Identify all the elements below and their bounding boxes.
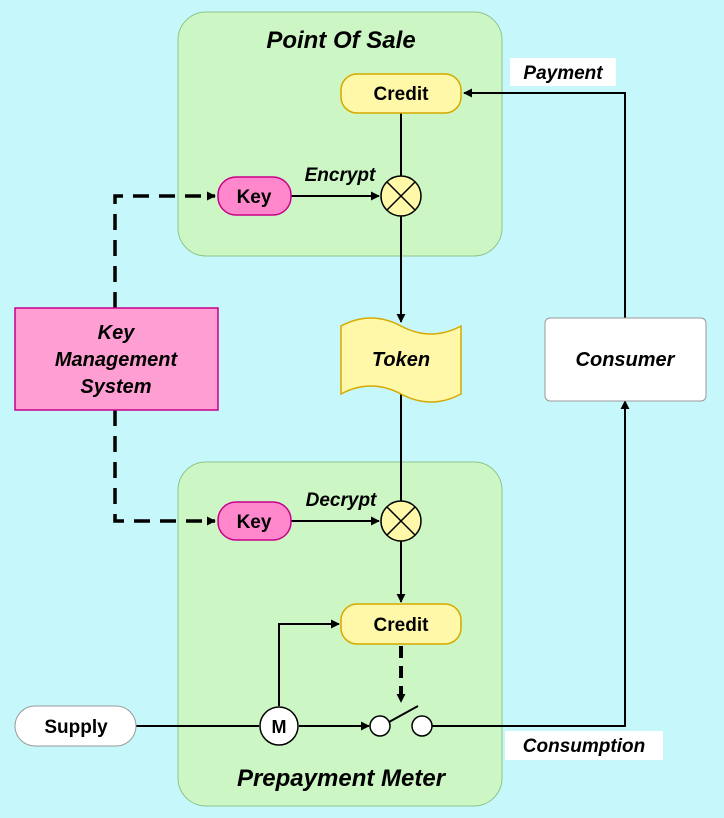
credit-top-node [340, 73, 462, 114]
payment-connector [463, 88, 626, 318]
kms-node [14, 307, 219, 411]
consumer-node [544, 317, 707, 402]
supply-label: Supply [44, 717, 108, 738]
decrypt-label: Decrypt [306, 490, 377, 511]
encrypt-label: Encrypt [305, 165, 376, 186]
key-bottom-label: Key [237, 512, 272, 533]
token-label: Token [372, 349, 430, 371]
supply-node [14, 705, 137, 747]
prepayment-meter-title: Prepayment Meter [237, 765, 447, 792]
credit-top-label: Credit [374, 84, 430, 105]
switch-icon [369, 705, 433, 737]
kms-to-key-bottom-connector [113, 410, 216, 526]
point-of-sale-title: Point Of Sale [266, 27, 415, 54]
key-top-label: Key [237, 187, 272, 208]
token-node [340, 317, 462, 403]
kms-label-line3: System [80, 376, 151, 398]
kms-to-key-top-connector [113, 191, 216, 308]
meter-node [259, 706, 299, 746]
credit-bottom-node [340, 603, 462, 645]
payment-label: Payment [523, 63, 603, 84]
meter-to-credit-connector [278, 619, 340, 706]
encrypt-operator-icon [380, 175, 422, 217]
decrypt-operator-icon [380, 500, 422, 542]
payment-label-bg [510, 58, 616, 86]
kms-label-line1: Key [98, 322, 136, 344]
consumption-label-bg [505, 731, 663, 760]
credit-bottom-label: Credit [374, 615, 430, 636]
consumption-connector [432, 400, 630, 727]
kms-label-line2: Management [55, 349, 179, 371]
key-bottom-node [217, 501, 292, 541]
consumption-label: Consumption [523, 736, 645, 757]
consumer-label: Consumer [576, 349, 676, 371]
key-top-node [217, 176, 292, 216]
meter-label: M [272, 717, 287, 737]
